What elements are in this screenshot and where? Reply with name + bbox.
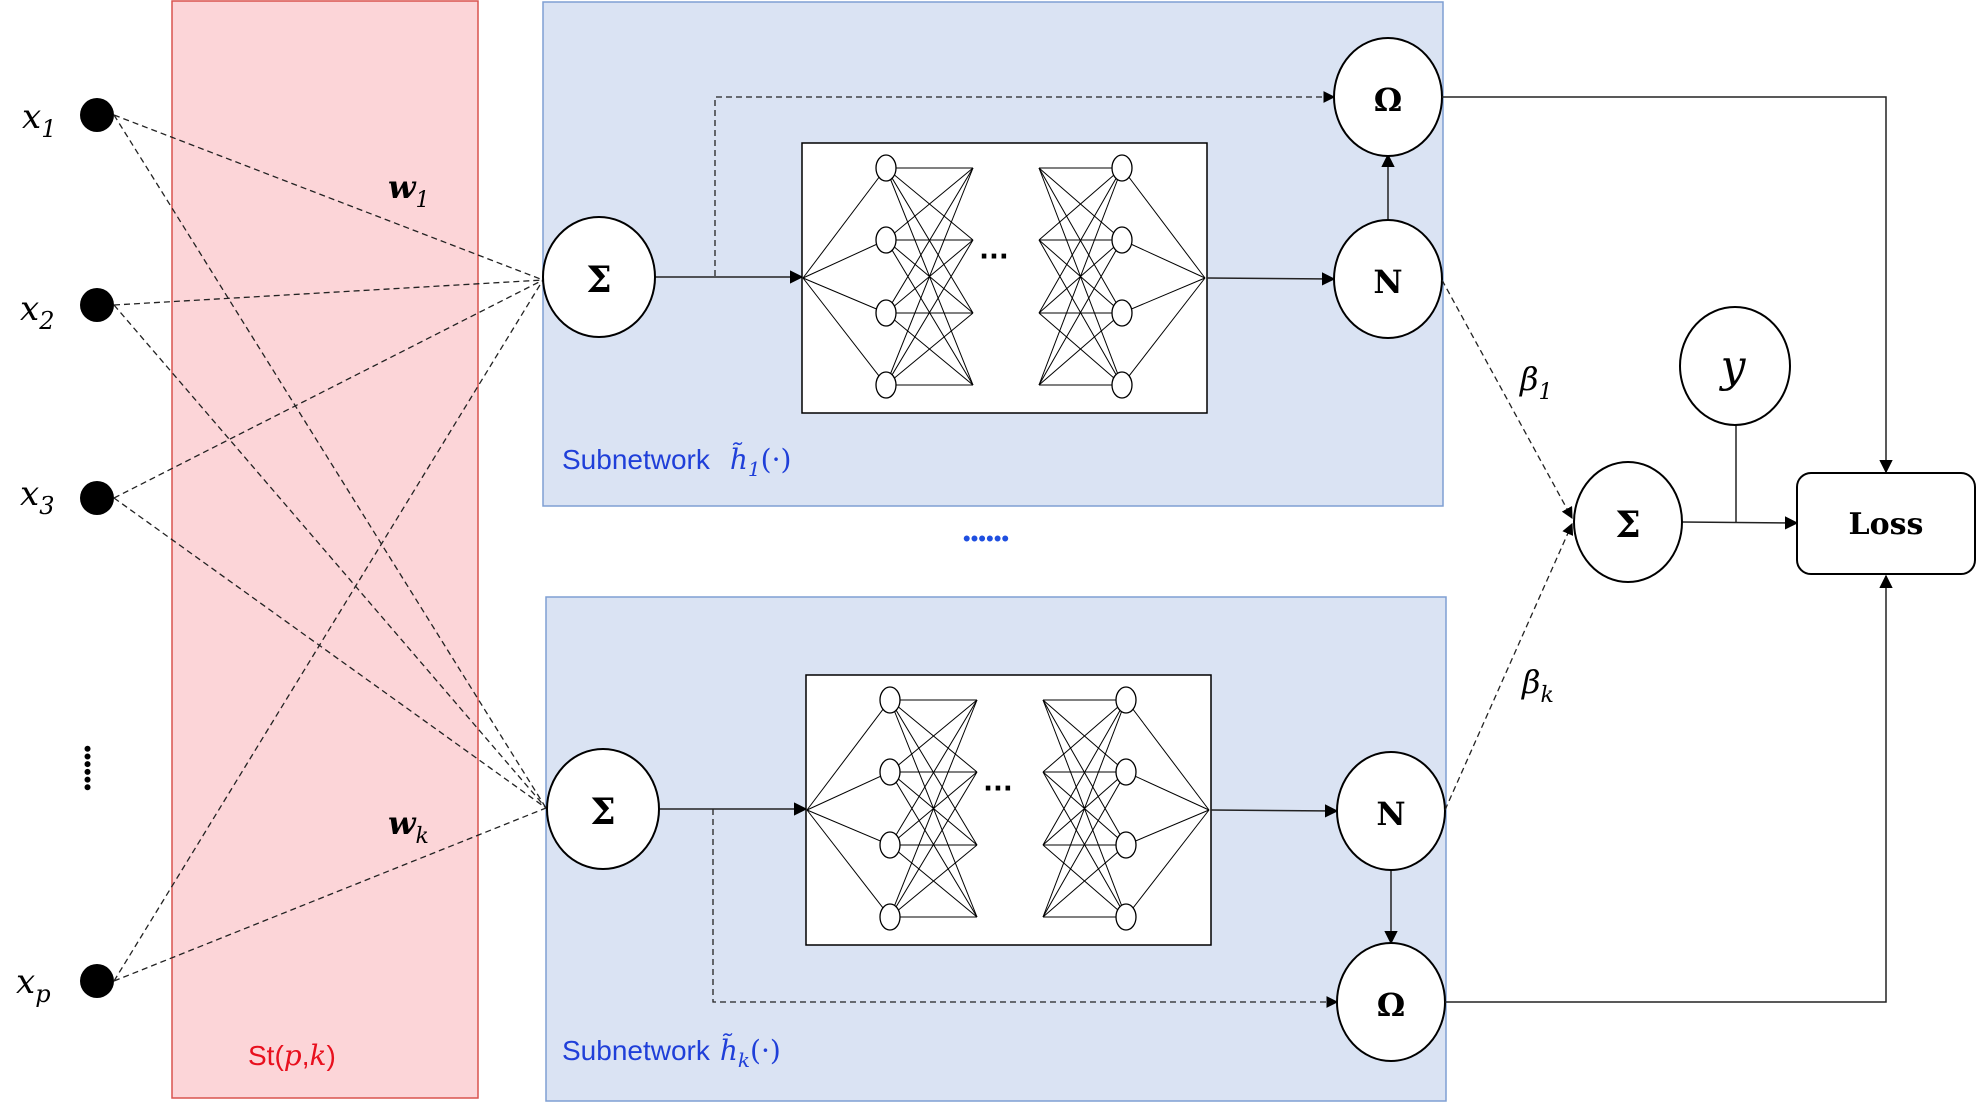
norm-node-k [1336,751,1446,871]
target-y-label: y [1719,341,1747,392]
sum-node-1 [542,216,656,338]
subnetwork-1: ··· Σ N Ω [542,37,1443,414]
omega-node-k-symbol: Ω [1377,986,1405,1024]
mlp-1-neuron [875,299,897,327]
input-xp-label: xp [16,962,51,1008]
projection-lines [113,114,547,982]
sum-node-1-symbol: Σ [586,259,611,301]
mlp-k-neuron [1115,831,1137,859]
stiefel-label: St(p,k) [248,1039,336,1072]
norm-node-1 [1333,219,1443,339]
mlp-1-neuron [875,226,897,254]
input-x3-node [80,481,114,515]
mlp-k-neuron [1115,903,1137,931]
input-x1-label: x1 [22,97,56,143]
mlp-k-hidden-ellipsis: ··· [983,774,1013,804]
mlp-k-neuron [879,831,901,859]
mlp-k-connections [806,699,1210,918]
subnetwork-k: ··· Σ N Ω [546,674,1446,1062]
beta-k-label: βk [1521,663,1554,708]
mlp-1-box [801,142,1208,414]
input-ellipsis: •••••• [75,745,100,791]
subnetwork-ellipsis: •••••• [963,526,1009,551]
loss-box [1796,472,1976,575]
input-x2-node [80,288,114,322]
mlp-k-neuron [879,686,901,714]
norm-node-k-symbol: N [1376,795,1405,833]
mlp-k-box [805,674,1212,946]
mlp-1-neuron [1111,154,1133,182]
final-sum-node-symbol: Σ [1615,504,1640,546]
mlp-1-neuron [875,371,897,399]
input-x1-node [80,98,114,132]
mlp-k-neuron [879,758,901,786]
weight-wk-label: wk [388,804,429,849]
mlp-k: ··· [806,686,1210,931]
mlp-k-neuron [879,903,901,931]
mlp-k-neuron [1115,686,1137,714]
sum-node-k-symbol: Σ [590,791,615,833]
norm-node-1-symbol: N [1373,263,1402,301]
mlp-1-neuron [1111,226,1133,254]
mlp-1-hidden-ellipsis: ··· [979,242,1009,272]
weight-w1-label: w1 [388,168,430,213]
mlp-1: ··· [802,154,1206,399]
sum-node-k [546,748,660,870]
mlp-k-neuron [1115,758,1137,786]
loss-label: Loss [1849,507,1924,542]
omega-node-1-symbol: Ω [1374,81,1402,119]
aggregation: β1 βk Σ y Loss [1441,96,1976,1003]
input-x3-label: x3 [20,474,54,520]
mlp-1-neuron [875,154,897,182]
final-sum-node [1573,461,1683,583]
stiefel-region [171,0,479,1099]
mlp-1-neuron [1111,371,1133,399]
target-y-node [1679,306,1791,426]
mlp-1-neuron [1111,299,1133,327]
mlp-1-connections [802,167,1206,386]
input-xp-node [80,964,114,998]
input-x2-label: x2 [20,289,54,335]
beta-1-label: β1 [1519,360,1553,405]
